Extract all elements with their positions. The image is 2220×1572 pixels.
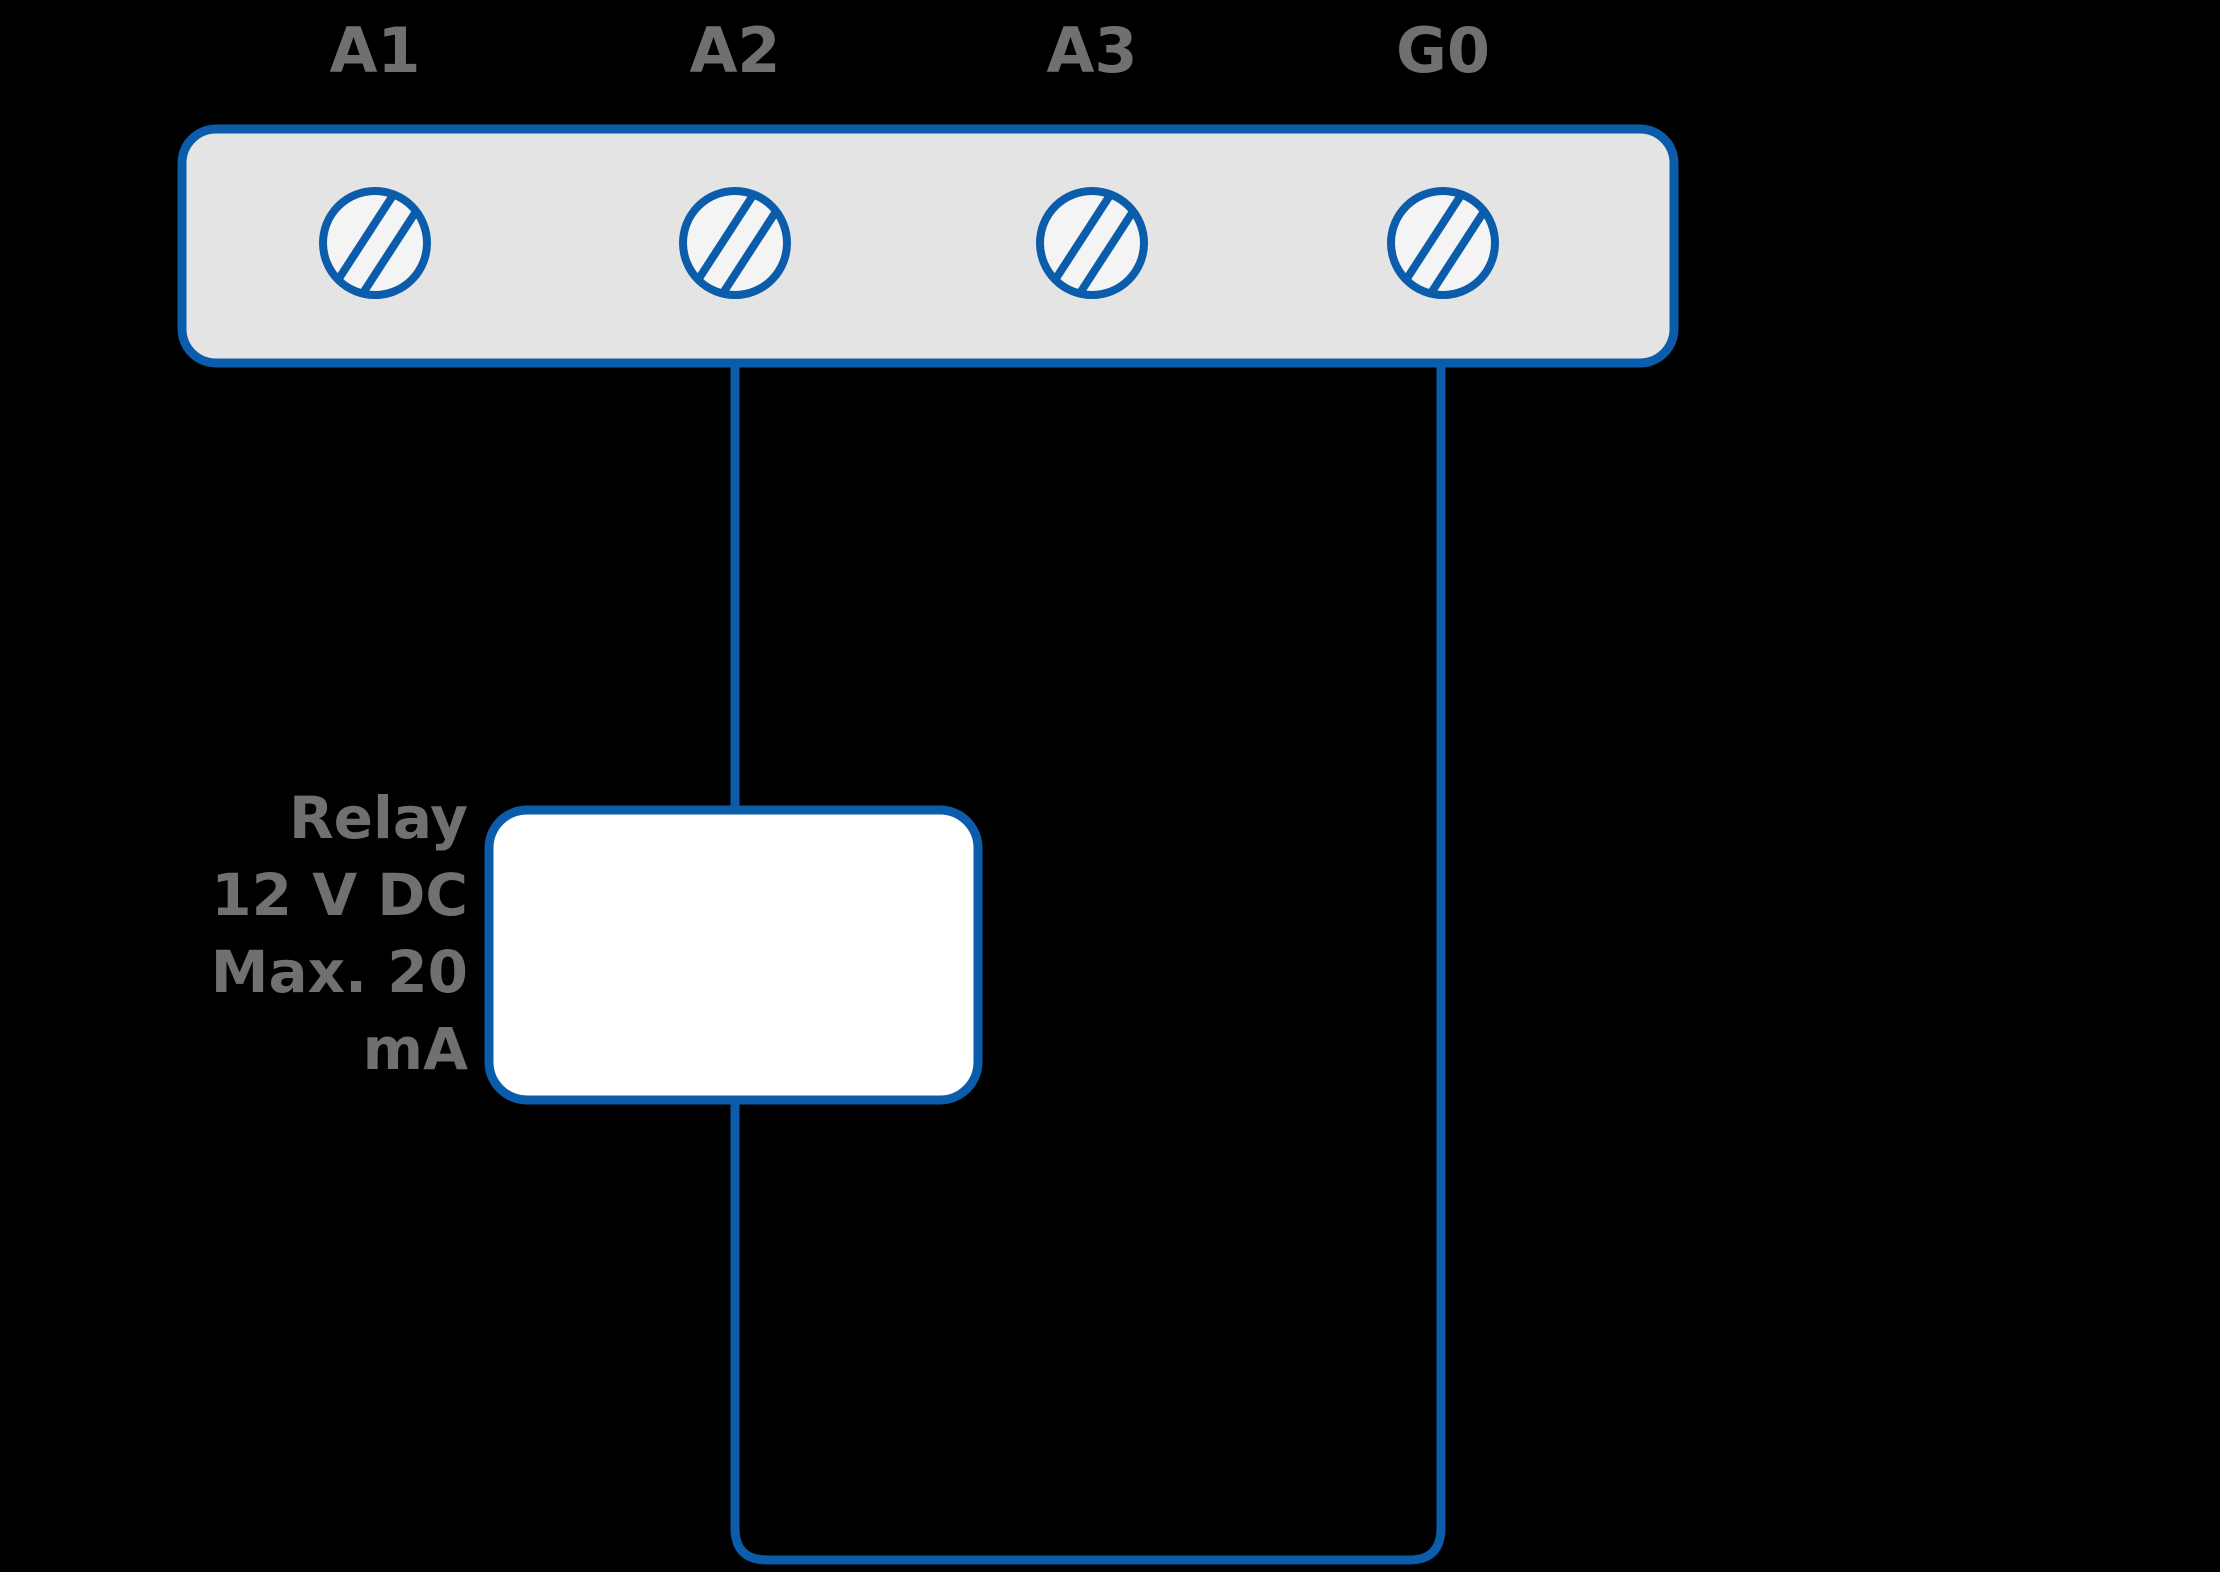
relay-component[interactable] (484, 805, 983, 1105)
relay-body (484, 805, 983, 1105)
terminal-label-a2: A2 (689, 14, 780, 87)
terminal-block-body (177, 124, 1679, 368)
terminal-label-a1: A1 (329, 14, 420, 87)
screw-terminal-a3-icon[interactable] (1036, 186, 1148, 310)
relay-caption-line-4: mA (363, 1015, 468, 1083)
wire-relay-to-g0 (730, 360, 1446, 1565)
relay-caption-line-1: Relay (289, 784, 468, 852)
relay-caption-line-3: Max. 20 (211, 938, 468, 1006)
terminal-label-g0: G0 (1396, 14, 1490, 87)
terminal-label-a3: A3 (1046, 14, 1137, 87)
relay-caption-line-2: 12 V DC (211, 861, 468, 929)
screw-terminal-g0-icon[interactable] (1387, 186, 1499, 310)
wire-group (730, 360, 1446, 1565)
terminal-label-group: A1 A2 A3 G0 (329, 14, 1490, 87)
screw-terminal-a1-icon[interactable] (319, 186, 431, 310)
relay-caption: Relay 12 V DC Max. 20 mA (211, 784, 468, 1083)
terminal-block[interactable] (177, 124, 1679, 368)
screw-terminal-a2-icon[interactable] (679, 186, 791, 310)
